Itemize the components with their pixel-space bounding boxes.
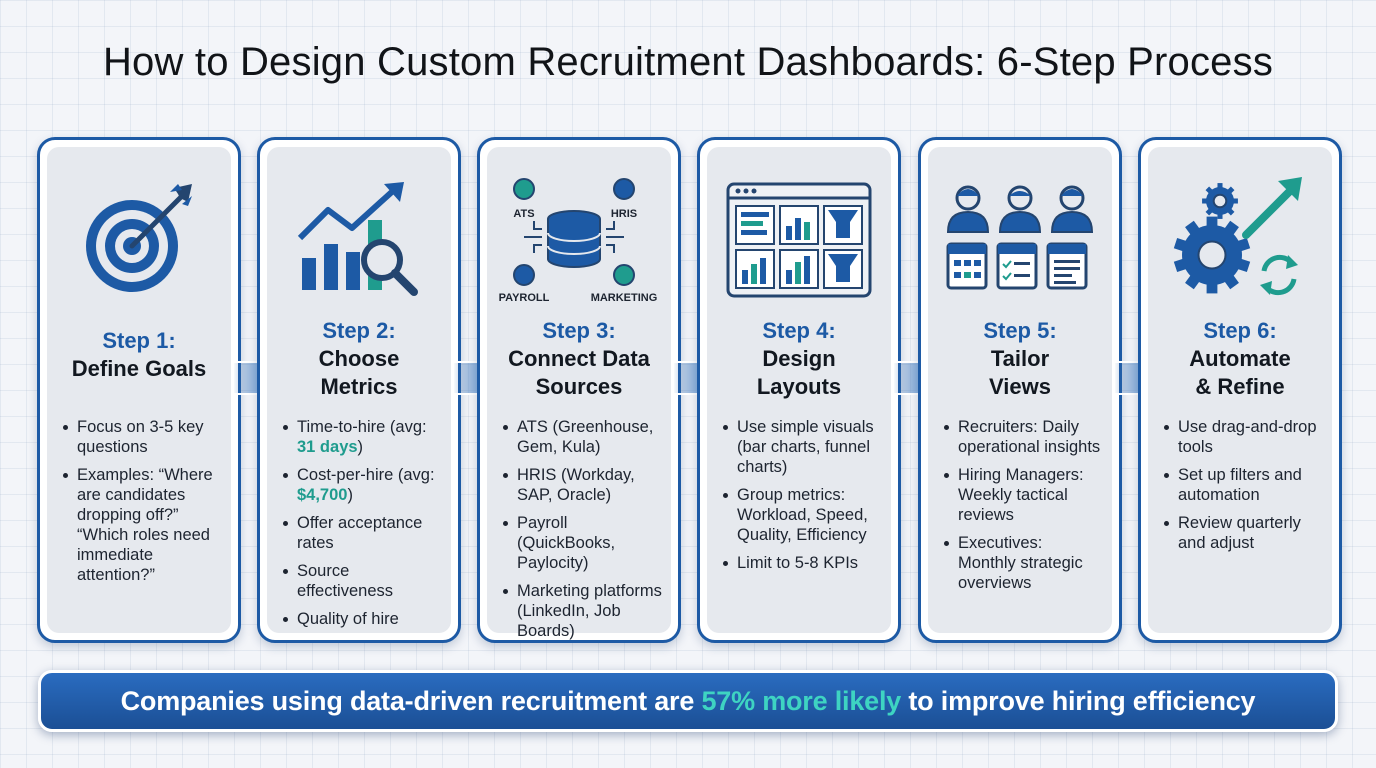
banner-text-start: Companies using data-driven recruitment …: [120, 686, 702, 716]
bullet-item: Review quarterly and adjust: [1162, 513, 1324, 553]
bullet-item: Use drag-and-drop tools: [1162, 417, 1324, 457]
step-card-1: Step 1: Define Goals Focus on 3-5 key qu…: [37, 137, 241, 643]
summary-banner: Companies using data-driven recruitment …: [38, 670, 1338, 732]
step-title: Layouts: [756, 374, 842, 399]
step-number: Step 3:: [542, 318, 616, 343]
bullet-item: HRIS (Workday, SAP, Oracle): [501, 465, 663, 505]
gears-refresh-icon: [1148, 165, 1332, 315]
bullet-item: Executives: Monthly strategic overviews: [942, 533, 1104, 593]
step-number: Step 2:: [322, 318, 396, 343]
step-title: Tailor: [990, 346, 1050, 371]
bullet-item: Marketing platforms (LinkedIn, Job Board…: [501, 581, 663, 641]
page-title: How to Design Custom Recruitment Dashboa…: [102, 40, 1274, 84]
bullet-item: Use simple visuals (bar charts, funnel c…: [721, 417, 883, 477]
bullet-highlight: $4,700: [297, 486, 348, 504]
step-title: Sources: [535, 374, 623, 399]
bullet-highlight: 31 days: [297, 438, 358, 456]
bullet-item: Examples: “Where are candidates dropping…: [61, 465, 223, 585]
bullet-item: Source effectiveness: [281, 561, 443, 601]
step-number: Step 4:: [762, 318, 836, 343]
step-number: Step 5:: [983, 318, 1057, 343]
banner-highlight: 57% more likely: [701, 686, 902, 716]
step-title: Define Goals: [71, 356, 207, 381]
step-title: Design: [762, 346, 836, 371]
step-title: Views: [989, 374, 1051, 399]
bullet-item: Set up filters and automation: [1162, 465, 1324, 505]
step-card-6: Step 6: Automate & Refine Use drag-and-dr…: [1138, 137, 1342, 643]
bullet-item: Payroll (QuickBooks, Paylocity): [501, 513, 663, 573]
svg-text:HRIS: HRIS: [611, 208, 637, 220]
step-bullets: Time-to-hire (avg: 31 days) Cost-per-hire…: [281, 417, 443, 637]
step-title: & Refine: [1195, 374, 1285, 399]
bullet-item: Offer acceptance rates: [281, 513, 443, 553]
bullet-item: ATS (Greenhouse, Gem, Kula): [501, 417, 663, 457]
svg-text:MARKETING: MARKETING: [591, 292, 658, 304]
target-arrow-icon: [47, 165, 231, 315]
bullet-item: Cost-per-hire (avg: $4,700): [281, 465, 443, 505]
bullet-item: Recruiters: Daily operational insights: [942, 417, 1104, 457]
bullet-item: Limit to 5-8 KPIs: [721, 553, 883, 573]
step-title: Connect Data: [508, 346, 650, 371]
step-number: Step 6:: [1203, 318, 1277, 343]
bullet-item: Group metrics: Workload, Speed, Quality,…: [721, 485, 883, 545]
bullet-item: Time-to-hire (avg: 31 days): [281, 417, 443, 457]
step-title: Choose: [318, 346, 400, 371]
banner-text-end: to improve hiring efficiency: [901, 686, 1256, 716]
bullet-item: Focus on 3-5 key questions: [61, 417, 223, 457]
database-network-icon: ATS HRIS PAYROLL MARKETING: [487, 165, 671, 315]
step-title: Metrics: [320, 374, 398, 399]
bullet-item: Hiring Managers: Weekly tactical reviews: [942, 465, 1104, 525]
chart-magnifier-icon: [267, 165, 451, 315]
svg-text:PAYROLL: PAYROLL: [499, 292, 550, 304]
bullet-item: Quality of hire: [281, 609, 443, 629]
step-bullets: ATS (Greenhouse, Gem, Kula) HRIS (Workday…: [501, 417, 663, 649]
step-bullets: Use simple visuals (bar charts, funnel c…: [721, 417, 883, 581]
dashboard-layout-icon: [707, 165, 891, 315]
users-calendars-icon: [928, 165, 1112, 315]
step-card-3: ATS HRIS PAYROLL MARKETING Step 3: Conne…: [477, 137, 681, 643]
step-number: Step 1:: [102, 328, 176, 353]
step-title: Automate: [1189, 346, 1291, 371]
svg-text:ATS: ATS: [513, 208, 534, 220]
